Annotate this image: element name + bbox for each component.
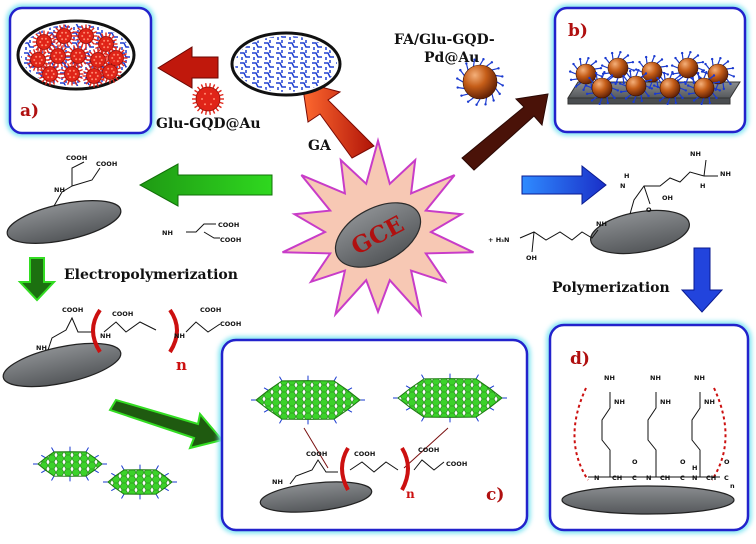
panel-d-atom-4: NH	[660, 398, 671, 406]
panel-b-label: b)	[568, 21, 588, 41]
arrow-gce-to-right	[521, 164, 607, 206]
arrow-gce-to-panel-b	[461, 93, 549, 171]
fa-label-line1: FA/Glu-GQD-	[394, 32, 495, 48]
glu-gqd-au-label: Glu-GQD@Au	[156, 116, 261, 132]
panel-d-atom-3: NH	[614, 398, 625, 406]
glu-gqd-au-nanoparticle	[192, 83, 224, 115]
free-arg-nh: NH	[596, 220, 607, 228]
panel-d-atom-10: CH	[660, 474, 670, 482]
polyglu-cooh-2: COOH	[112, 310, 133, 318]
panel-c: NH COOH COOH COOH COOH n c)	[218, 336, 531, 534]
polyglu-subscript-n: n	[176, 356, 187, 374]
arrow-gce-to-left	[138, 163, 273, 207]
panel-d-atom-18: H	[692, 464, 697, 472]
arrow-polymerization	[680, 247, 724, 313]
polyglu-electrode: NH COOH COOH NH NH COOH COOH n	[2, 306, 241, 388]
polyglu-cooh-3: COOH	[200, 306, 221, 314]
free-graphene-quantum-dots	[33, 446, 177, 500]
gce-starburst: GCE	[282, 137, 474, 318]
panel-c-nh: NH	[272, 478, 283, 486]
panel-a: a)	[6, 4, 155, 137]
panel-d-electrode	[561, 485, 735, 515]
polyglu-cooh-4: COOH	[220, 320, 241, 328]
panel-c-subscript-n: n	[406, 487, 415, 501]
arginine-electrode: N H O OH H NH NH	[590, 150, 731, 255]
free-arg-h3n: + H₃N	[488, 236, 509, 244]
fa-glu-gqd-pd-au-particle	[456, 58, 504, 106]
panel-a-label: a)	[20, 101, 39, 121]
ga-mesh	[230, 31, 342, 97]
glu-cooh-1: COOH	[66, 154, 87, 162]
free-glutamic-acid: NH COOH COOH	[162, 221, 241, 244]
panel-d-atom-19: n	[730, 482, 735, 490]
free-glu-cooh-1: COOH	[218, 221, 239, 229]
panel-c-label: c)	[486, 485, 504, 505]
panel-d-atom-11: C	[680, 474, 685, 482]
arg-h: H	[624, 172, 629, 180]
panel-a-nanoparticles	[26, 24, 128, 88]
ga-label: GA	[308, 138, 332, 154]
polyglu-cooh-1: COOH	[62, 306, 83, 314]
panel-d-atom-9: N	[646, 474, 651, 482]
arg-n: N	[620, 182, 625, 190]
panel-d-atom-15: O	[632, 458, 638, 466]
panel-b-particles	[568, 50, 736, 106]
panel-d-atom-16: O	[680, 458, 686, 466]
arg-h2: H	[700, 182, 705, 190]
arg-oh: OH	[662, 194, 673, 202]
panel-d-frame	[548, 323, 750, 532]
gce-electrode	[334, 202, 422, 268]
panel-c-cooh-3: COOH	[418, 446, 439, 454]
panel-c-cooh-4: COOH	[446, 460, 467, 468]
electropolymerization-label: Electropolymerization	[64, 267, 238, 283]
panel-d-atom-7: CH	[612, 474, 622, 482]
panel-d-atom-1: NH	[650, 374, 661, 382]
panel-c-graphene-sheets	[251, 373, 507, 425]
arrow-electropolymerization	[17, 257, 57, 302]
polyglu-nh-1: NH	[36, 344, 47, 352]
free-arg-oh: OH	[526, 254, 537, 262]
polyglu-nh-2: NH	[100, 332, 111, 340]
free-arginine: + H₃N OH NH	[488, 220, 607, 262]
panel-b: b)	[551, 4, 749, 136]
arg-nh-2: NH	[720, 170, 731, 178]
glu-nh: NH	[54, 186, 65, 194]
panel-d-atom-14: C	[724, 474, 729, 482]
panel-d-atom-17: O	[724, 458, 730, 466]
free-glu-cooh-2: COOH	[220, 236, 241, 244]
panel-d-atom-13: CH	[706, 474, 716, 482]
polymerization-label: Polymerization	[552, 280, 670, 296]
arg-o: O	[646, 206, 652, 214]
glu-cooh-2: COOH	[96, 160, 117, 168]
fa-label-line2: Pd@Au	[424, 50, 479, 66]
panel-c-electrode	[259, 481, 373, 513]
arg-nh-1: NH	[690, 150, 701, 158]
panel-c-cooh-1: COOH	[306, 450, 327, 458]
free-glu-nh3: NH	[162, 229, 173, 237]
panel-d-label: d)	[570, 349, 590, 369]
panel-d-atom-6: N	[594, 474, 599, 482]
panel-d-atom-12: N	[692, 474, 697, 482]
arrow-to-panel-c	[108, 398, 224, 450]
panel-d-atom-0: NH	[604, 374, 615, 382]
arrow-mesh-to-panel-a	[157, 46, 219, 89]
panel-d-atom-5: NH	[704, 398, 715, 406]
panel-d-atom-2: NH	[694, 374, 705, 382]
glu-modified-electrode: NH COOH COOH	[6, 154, 122, 244]
panel-d-atom-8: C	[632, 474, 637, 482]
panel-c-cooh-2: COOH	[354, 450, 375, 458]
polyglu-nh-3: NH	[174, 332, 185, 340]
